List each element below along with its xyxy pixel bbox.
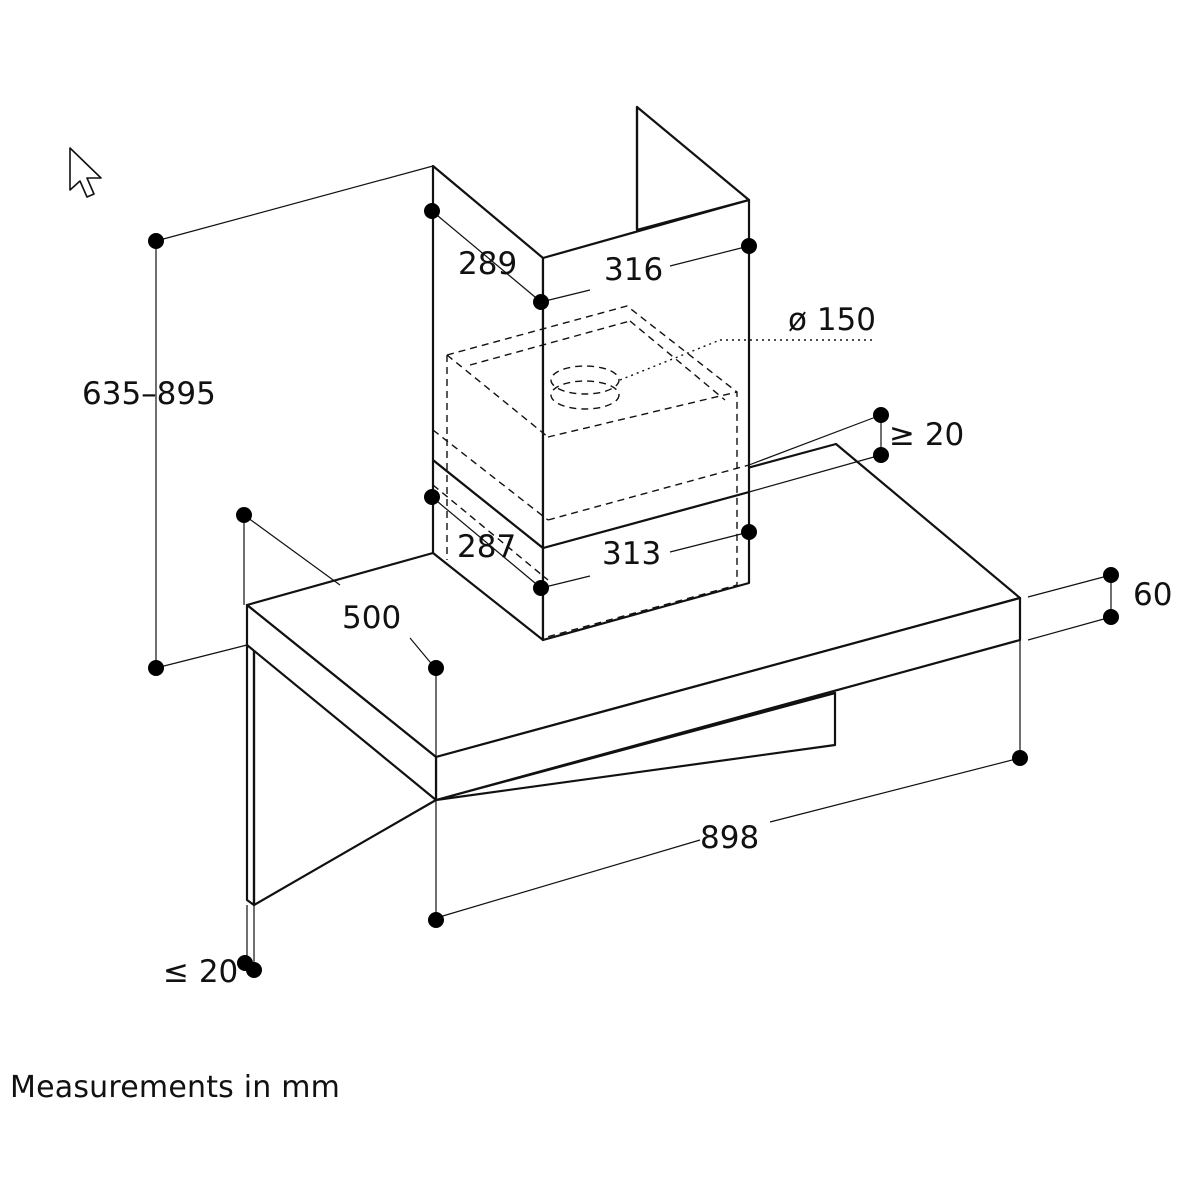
label-upper-width: 316 [604,252,663,288]
dimension-lines [155,165,1112,968]
label-canopy-width: 898 [700,820,759,856]
chimney [431,105,751,642]
label-canopy-depth: 500 [342,600,401,636]
dimension-markers [148,203,1119,978]
measurements-caption: Measurements in mm [10,1070,341,1105]
label-lower-depth: 287 [457,529,516,565]
cursor-arrow-icon [69,147,102,198]
label-chimney-height: 635–895 [82,376,216,412]
label-top-clearance: ≥ 20 [889,417,964,453]
label-upper-depth: 289 [458,246,517,282]
label-bottom-clearance: ≤ 20 [163,954,238,990]
label-duct-diameter: ø 150 [788,302,876,338]
dimension-labels: 635–895 289 316 ø 150 ≥ 20 287 313 500 6… [82,246,1172,990]
label-lower-width: 313 [602,536,661,572]
label-canopy-thickness: 60 [1133,577,1172,613]
